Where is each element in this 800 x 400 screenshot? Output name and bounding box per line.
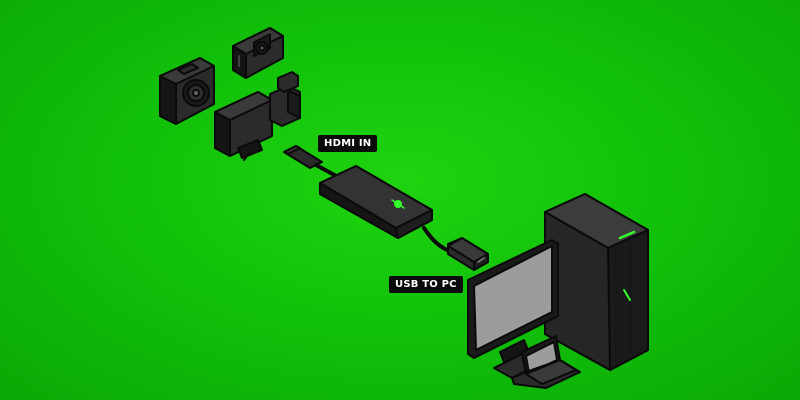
hdmi-in-label: HDMI IN xyxy=(318,135,378,152)
usb-to-pc-label: USB TO PC xyxy=(389,276,463,293)
capture-card-icon xyxy=(319,165,433,239)
camera-icon xyxy=(159,57,215,125)
pc-tower-icon xyxy=(544,193,649,371)
usb-cable xyxy=(422,226,489,271)
action-camera-icon xyxy=(232,27,284,79)
laptop-icon xyxy=(511,335,581,389)
camcorder-icon xyxy=(214,71,301,161)
